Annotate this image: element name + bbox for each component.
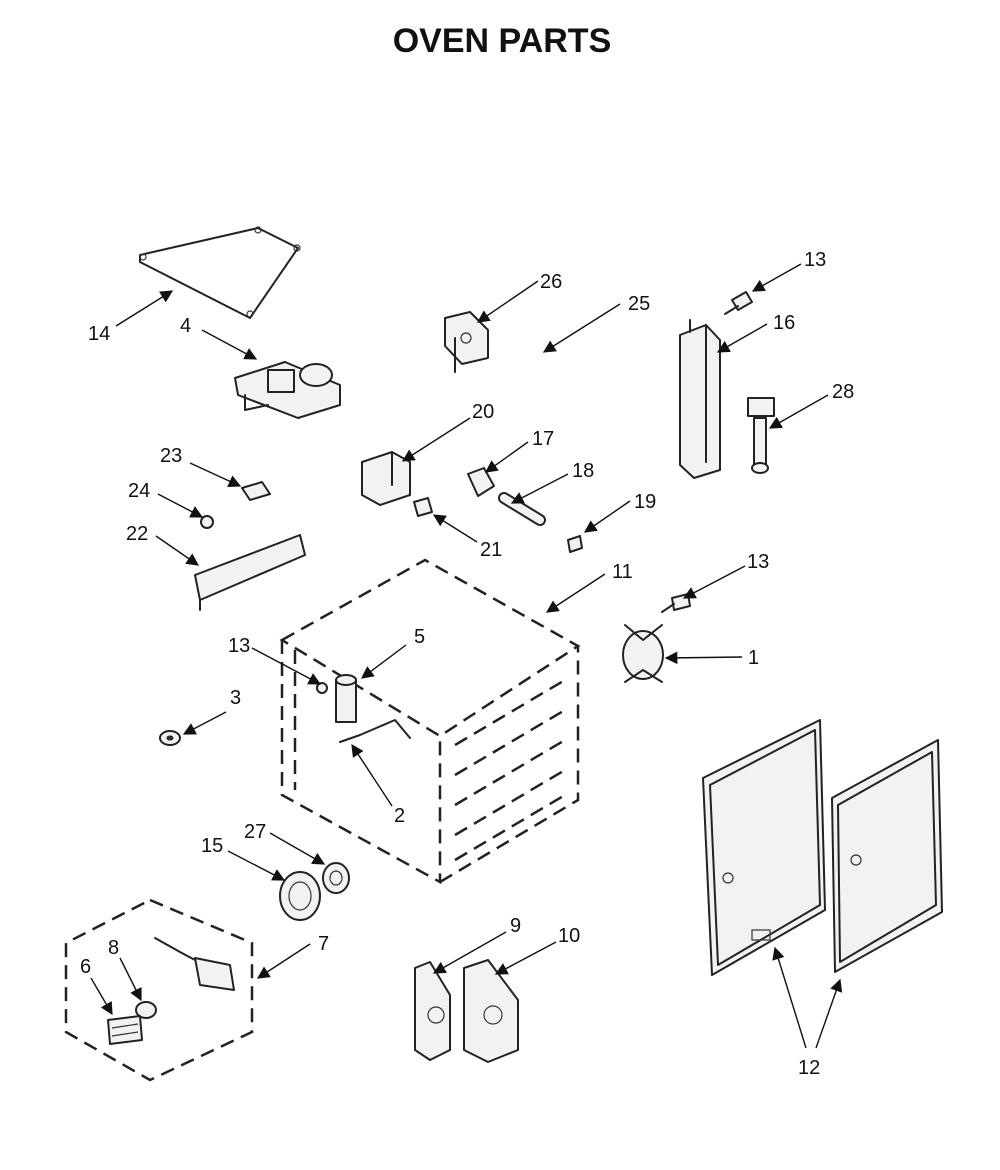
callout-labels: 14 4 26 25 13 16 28 20 17 18 19 21 23 24…	[80, 249, 854, 1079]
leader-lines	[90, 263, 843, 1049]
page-title: OVEN PARTS	[393, 22, 612, 60]
callout-6: 6	[80, 956, 91, 978]
callout-13-left: 13	[228, 635, 250, 657]
part-26-bracket	[444, 311, 489, 373]
callout-27: 27	[244, 821, 266, 843]
part-28-sensor	[747, 397, 775, 474]
callout-21: 21	[480, 539, 502, 561]
part-13-screw-left	[316, 682, 328, 694]
part-23-terminal	[241, 481, 271, 501]
part-17-connector	[467, 467, 495, 497]
callout-25: 25	[628, 293, 650, 315]
callout-12: 12	[798, 1057, 820, 1079]
part-16-tall-box	[679, 319, 721, 479]
callout-19: 19	[634, 491, 656, 513]
callout-20: 20	[472, 401, 494, 423]
part-11-oven-cavity	[279, 558, 581, 885]
part-3-grommet	[159, 730, 181, 746]
part-5-element-socket	[335, 674, 357, 723]
callout-9: 9	[510, 915, 521, 937]
callout-5: 5	[414, 626, 425, 648]
part-25-tube	[509, 347, 653, 458]
callout-1: 1	[748, 647, 759, 669]
callout-7: 7	[318, 933, 329, 955]
part-12-side-panel-right	[831, 739, 943, 973]
callout-15: 15	[201, 835, 223, 857]
callout-26: 26	[540, 271, 562, 293]
callout-10: 10	[558, 925, 580, 947]
part-18-rod	[498, 492, 546, 526]
callout-14: 14	[88, 323, 110, 345]
part-14-bracket-plate	[139, 226, 301, 319]
callout-13-right: 13	[747, 551, 769, 573]
part-light-socket	[154, 937, 235, 991]
callout-11: 11	[612, 561, 633, 583]
callout-8: 8	[108, 937, 119, 959]
callout-18: 18	[572, 460, 594, 482]
callout-17: 17	[532, 428, 554, 450]
callout-28: 28	[832, 381, 854, 403]
part-4-door-lock-assembly	[234, 361, 341, 419]
part-13-screw-top	[724, 291, 753, 315]
part-21-fitting	[413, 497, 433, 517]
callout-22: 22	[126, 523, 148, 545]
part-15-fan-ring	[279, 871, 321, 921]
callout-23: 23	[160, 445, 182, 467]
part-27-bushing	[322, 862, 350, 894]
part-22-rail	[194, 534, 306, 611]
callout-16: 16	[773, 312, 795, 334]
part-24-nut	[200, 515, 214, 529]
part-6-lens	[107, 1015, 143, 1045]
part-20-bracket	[361, 451, 411, 506]
part-10-hinge	[463, 959, 519, 1063]
callout-13-top: 13	[804, 249, 826, 271]
callout-3: 3	[230, 687, 241, 709]
part-7-light-kit	[64, 898, 254, 1082]
part-19-clip	[567, 535, 583, 553]
part-9-hinge	[414, 961, 451, 1061]
callout-2: 2	[394, 805, 405, 827]
callout-24: 24	[128, 480, 150, 502]
part-2-wire-lead	[339, 719, 411, 743]
part-12-side-panel-left	[702, 719, 826, 976]
callout-4: 4	[180, 315, 191, 337]
part-8-bulb	[135, 1001, 157, 1019]
part-1-thermostat	[622, 624, 664, 683]
